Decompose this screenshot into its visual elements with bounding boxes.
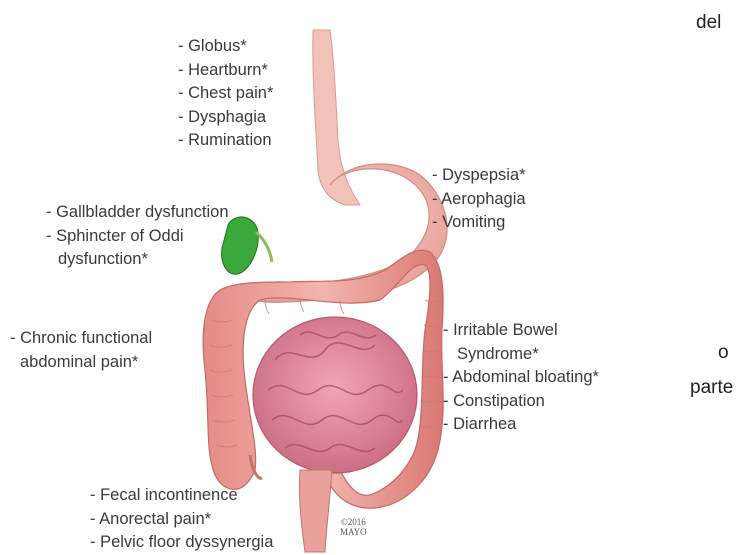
gallbladder-symptom: - Sphincter of Oddi [46, 225, 229, 249]
bowel-symptoms: - Irritable Bowel Syndrome* - Abdominal … [443, 319, 599, 437]
stomach-symptom: - Vomiting [432, 211, 526, 235]
abdominal-symptom: abdominal pain* [10, 351, 152, 375]
bowel-symptom: - Irritable Bowel [443, 319, 599, 343]
gallbladder-symptom: dysfunction* [46, 248, 229, 272]
esophagus-symptom: - Rumination [178, 129, 273, 153]
stomach-symptom: - Aerophagia [432, 188, 526, 212]
gallbladder-symptom: - Gallbladder dysfunction [46, 201, 229, 225]
bowel-symptom: Syndrome* [443, 343, 599, 367]
copyright-notice: ©2016 MAYO [340, 517, 367, 537]
esophagus-symptom: - Heartburn* [178, 59, 273, 83]
copyright-year: ©2016 [340, 517, 367, 527]
bowel-symptom: - Abdominal bloating* [443, 366, 599, 390]
bowel-symptom: - Constipation [443, 390, 599, 414]
anorectal-symptom: - Anorectal pain* [90, 508, 273, 532]
esophagus-symptom: - Globus* [178, 35, 273, 59]
anorectal-symptoms: - Fecal incontinence - Anorectal pain* -… [90, 484, 273, 555]
copyright-owner: MAYO [340, 527, 367, 537]
esophagus-symptom: - Chest pain* [178, 82, 273, 106]
side-text-middle: o [718, 342, 729, 364]
small-intestine [253, 317, 417, 473]
esophagus-symptom: - Dysphagia [178, 106, 273, 130]
gallbladder-symptoms: - Gallbladder dysfunction - Sphincter of… [46, 201, 229, 272]
side-text-bottom: parte [690, 377, 733, 399]
esophagus-symptoms: - Globus* - Heartburn* - Chest pain* - D… [178, 35, 273, 153]
abdominal-symptom: - Chronic functional [10, 327, 152, 351]
side-text-top: del [696, 12, 721, 34]
bowel-symptom: - Diarrhea [443, 413, 599, 437]
stomach-symptoms: - Dyspepsia* - Aerophagia - Vomiting [432, 164, 526, 235]
anorectal-symptom: - Fecal incontinence [90, 484, 273, 508]
stomach-symptom: - Dyspepsia* [432, 164, 526, 188]
abdominal-symptoms: - Chronic functional abdominal pain* [10, 327, 152, 374]
anorectal-symptom: - Pelvic floor dyssynergia [90, 531, 273, 555]
rectum [299, 470, 332, 552]
